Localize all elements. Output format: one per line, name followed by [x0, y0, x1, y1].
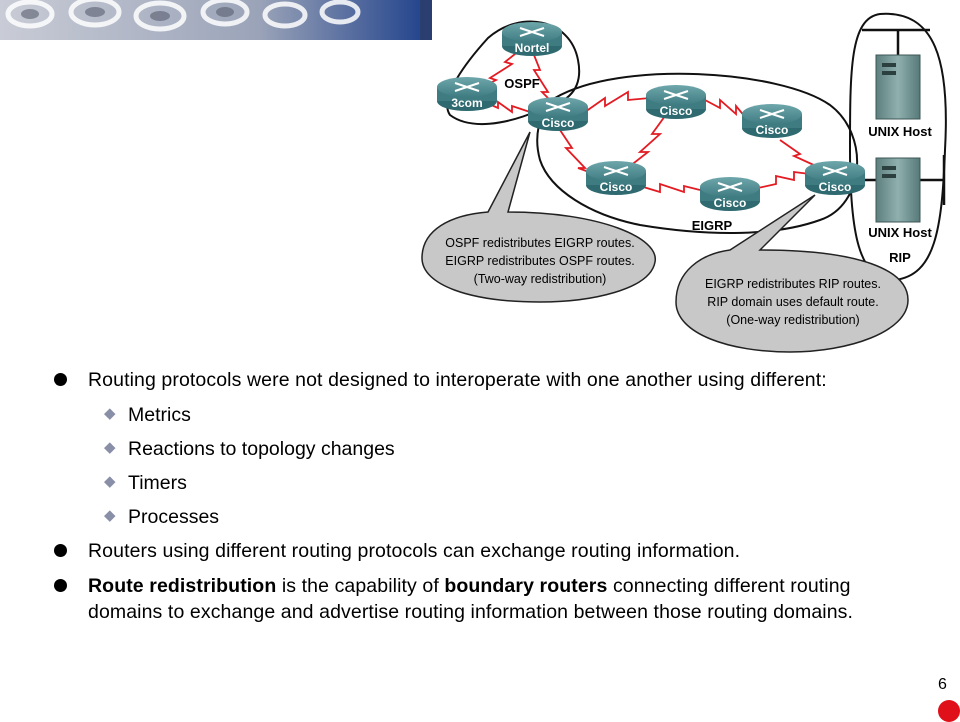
- link-cisco-b-cisco-c: [704, 98, 747, 119]
- header-banner-image: [0, 0, 432, 40]
- callout-right-bubble: [675, 194, 909, 353]
- callout-left-line-3: (Two-way redistribution): [474, 272, 607, 286]
- route-redistribution-diagram: Nortel 3com Cisco Cisco Cisco Cisco: [421, 12, 947, 353]
- link-cisco-a-cisco-b: [584, 90, 651, 113]
- callout-right-line-1: EIGRP redistributes RIP routes.: [705, 277, 881, 291]
- link-nortel-cisco-a: [531, 49, 557, 107]
- router-cisco-b: Cisco: [646, 85, 706, 119]
- link-cisco-a-cisco-d: [559, 129, 601, 177]
- host-label-1: UNIX Host: [868, 124, 932, 139]
- bullet-item-1: Routing protocols were not designed to i…: [52, 367, 902, 393]
- eigrp-domain-outline: [536, 72, 859, 234]
- term-boundary-routers: boundary routers: [444, 575, 608, 597]
- bullet-dot-icon: [54, 579, 67, 592]
- unix-host-1: [875, 54, 921, 120]
- domain-label-rip: RIP: [889, 250, 911, 265]
- link-cisco-d-cisco-e: [639, 182, 701, 194]
- sub-bullet-item: ◆ Processes: [52, 504, 902, 530]
- sub-bullet-marker-icon: ◆: [104, 507, 116, 524]
- router-nortel: Nortel: [502, 22, 562, 56]
- bullet-dot-icon: [54, 373, 67, 386]
- callout-right-line-2: RIP domain uses default route.: [707, 295, 878, 309]
- callout-left-bubble: [421, 131, 656, 303]
- domain-label-eigrp: EIGRP: [692, 218, 733, 233]
- term-route-redistribution: Route redistribution: [88, 575, 277, 597]
- router-cisco-c: Cisco: [742, 104, 802, 138]
- link-cisco-b-cisco-d: [629, 115, 666, 167]
- domain-label-ospf: OSPF: [504, 76, 539, 91]
- link-cisco-e-cisco-f: [757, 170, 811, 189]
- sub-bullet-text: Metrics: [128, 404, 191, 426]
- router-3com: 3com: [437, 77, 497, 111]
- bullet-text: Routing protocols were not designed to i…: [88, 369, 827, 391]
- router-label-cisco: Cisco: [660, 104, 693, 118]
- router-cisco-a: Cisco: [528, 97, 588, 131]
- callout-right-line-3: (One-way redistribution): [726, 313, 859, 327]
- router-label-cisco: Cisco: [819, 180, 852, 194]
- router-label-cisco: Cisco: [756, 123, 789, 137]
- sub-bullet-item: ◆ Timers: [52, 470, 902, 496]
- bullet-text: Route redistribution is the capability o…: [88, 575, 854, 623]
- router-cisco-d: Cisco: [586, 161, 646, 195]
- router-cisco-f: Cisco: [805, 161, 865, 195]
- sub-bullet-marker-icon: ◆: [104, 473, 116, 490]
- sub-bullet-list: ◆ Metrics ◆ Reactions to topology change…: [52, 402, 902, 530]
- router-cisco-e: Cisco: [700, 177, 760, 211]
- sub-bullet-text: Timers: [128, 472, 187, 494]
- bullet-dot-icon: [54, 544, 67, 557]
- bullet-list: Routing protocols were not designed to i…: [52, 367, 902, 634]
- callout-left-line-2: EIGRP redistributes OSPF routes.: [445, 254, 634, 268]
- unix-host-2: [875, 157, 921, 223]
- bullet-item-3: Route redistribution is the capability o…: [52, 573, 902, 625]
- page-number: 6: [938, 676, 947, 693]
- router-label-3com: 3com: [451, 96, 482, 110]
- sub-bullet-item: ◆ Reactions to topology changes: [52, 436, 902, 462]
- sub-bullet-marker-icon: ◆: [104, 405, 116, 422]
- sub-bullet-item: ◆ Metrics: [52, 402, 902, 428]
- callout-left-line-1: OSPF redistributes EIGRP routes.: [445, 236, 634, 250]
- sub-bullet-text: Reactions to topology changes: [128, 438, 395, 460]
- sub-bullet-text: Processes: [128, 506, 220, 528]
- link-3com-cisco-a: [479, 99, 531, 114]
- router-label-cisco: Cisco: [542, 116, 575, 130]
- host-label-2: UNIX Host: [868, 225, 932, 240]
- bullet-item-2: Routers using different routing protocol…: [52, 538, 902, 564]
- sub-bullet-marker-icon: ◆: [104, 439, 116, 456]
- router-label-cisco: Cisco: [600, 180, 633, 194]
- router-label-cisco: Cisco: [714, 196, 747, 210]
- router-label-nortel: Nortel: [515, 41, 550, 55]
- bullet-text: Routers using different routing protocol…: [88, 540, 741, 562]
- red-dot-icon: [938, 700, 960, 722]
